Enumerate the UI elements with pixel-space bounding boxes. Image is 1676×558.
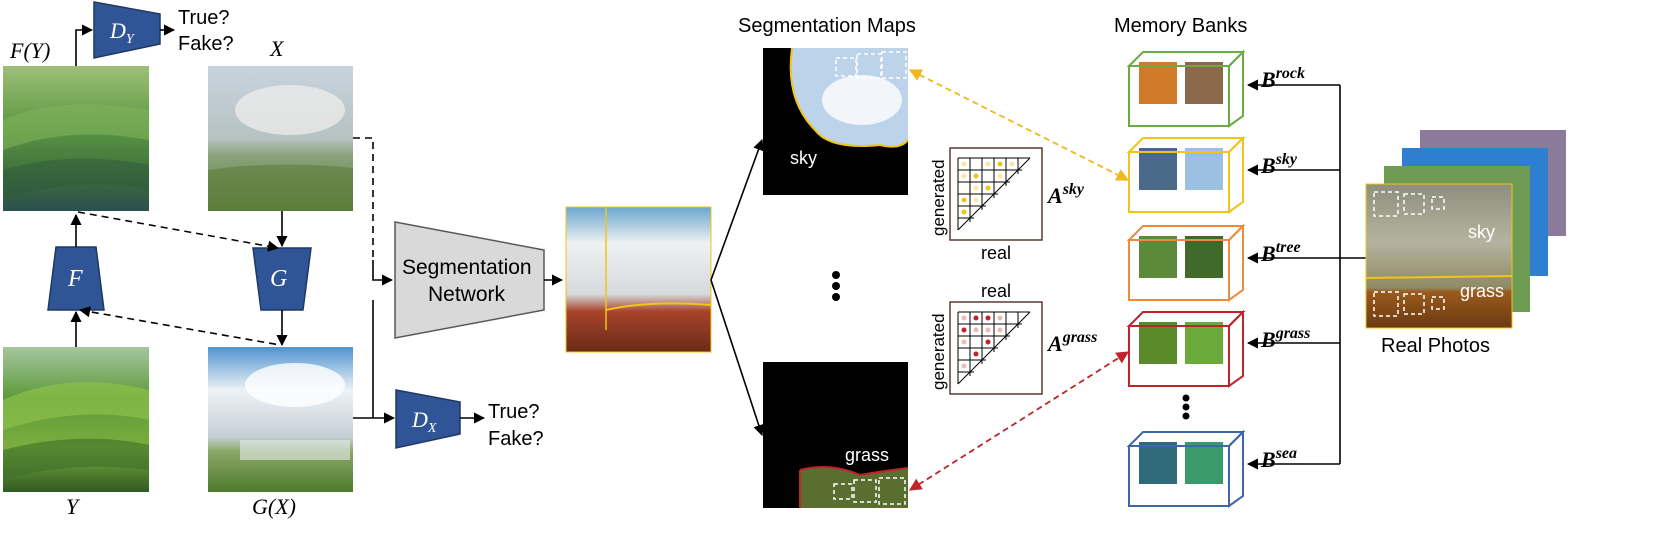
memory-bank-sky: Bsky xyxy=(1126,135,1298,214)
svg-text:DX: DX xyxy=(411,407,437,436)
affinity-sky-generated: generated xyxy=(929,159,948,236)
bank-label-rock: Brock xyxy=(1260,65,1305,92)
label-g-of-x: G(X) xyxy=(252,494,296,519)
seg-map-sky xyxy=(763,47,909,195)
segmented-output-image xyxy=(565,206,712,353)
generator-f-label: F xyxy=(67,266,83,292)
seg-map-sky-label: sky xyxy=(790,148,817,168)
bank-connector-arrows xyxy=(1246,79,1368,470)
seg-maps-title: Segmentation Maps xyxy=(738,15,916,37)
discriminator-dx-block: DX xyxy=(395,389,461,449)
image-x-painting xyxy=(208,66,353,211)
generator-f-block: F xyxy=(47,246,105,311)
affinity-matrix-grass xyxy=(949,301,1043,395)
memory-bank-tree: Btree xyxy=(1126,223,1301,302)
sky-correspondence-arrow xyxy=(908,69,1130,181)
bank-label-grass: Bgrass xyxy=(1260,325,1310,352)
discriminator-dy-block: DY xyxy=(93,1,161,59)
bank-label-sky: Bsky xyxy=(1260,151,1298,178)
dx-sub: X xyxy=(427,421,437,436)
image-y-photo xyxy=(3,347,149,492)
generator-g-block: G xyxy=(252,247,312,311)
seg-map-grass xyxy=(763,362,909,508)
affinity-grass-real: real xyxy=(981,281,1011,301)
bank-label-tree: Btree xyxy=(1260,239,1301,266)
label-f-of-y: F(Y) xyxy=(9,38,50,63)
segmentation-network-block: Segmentation Network xyxy=(394,221,545,339)
memory-bank-grass: Bgrass xyxy=(1126,309,1310,388)
seg-map-arrows xyxy=(710,138,765,437)
memory-banks-title: Memory Banks xyxy=(1114,15,1247,37)
dy-sub: Y xyxy=(126,32,136,47)
dy-true-label: True? xyxy=(178,7,230,29)
label-y: Y xyxy=(66,494,81,519)
memory-bank-rock: Brock xyxy=(1126,49,1305,128)
dy-base: D xyxy=(109,18,126,43)
seg-net-line2: Network xyxy=(428,283,506,306)
svg-text:DY: DY xyxy=(109,18,136,47)
left-arrows xyxy=(70,24,486,424)
real-photos-label: Real Photos xyxy=(1381,335,1490,357)
grass-correspondence-arrow xyxy=(908,351,1130,491)
real-photo-sky-label: sky xyxy=(1468,222,1495,242)
memory-bank-sea: Bsea xyxy=(1126,429,1297,508)
affinity-sky-real: real xyxy=(981,243,1011,263)
vertical-ellipsis-banks xyxy=(1182,394,1190,420)
real-photo-grass-label: grass xyxy=(1460,281,1504,301)
dx-fake-label: Fake? xyxy=(488,428,544,450)
dx-base: D xyxy=(411,407,428,432)
generator-g-label: G xyxy=(270,266,287,292)
vertical-ellipsis-maps xyxy=(832,271,840,301)
affinity-sky-symbol: Asky xyxy=(1046,181,1085,208)
image-g-of-x xyxy=(208,347,353,492)
seg-map-grass-label: grass xyxy=(845,445,889,465)
dy-fake-label: Fake? xyxy=(178,33,234,55)
seg-net-line1: Segmentation xyxy=(402,256,532,279)
label-x: X xyxy=(269,36,285,61)
bank-label-sea: Bsea xyxy=(1260,445,1297,472)
affinity-grass-symbol: Agrass xyxy=(1046,329,1097,356)
dx-true-label: True? xyxy=(488,401,540,423)
image-f-of-y xyxy=(3,66,149,211)
real-photos-stack xyxy=(1365,130,1566,329)
affinity-grass-generated: generated xyxy=(929,313,948,390)
affinity-matrix-sky xyxy=(949,147,1043,241)
